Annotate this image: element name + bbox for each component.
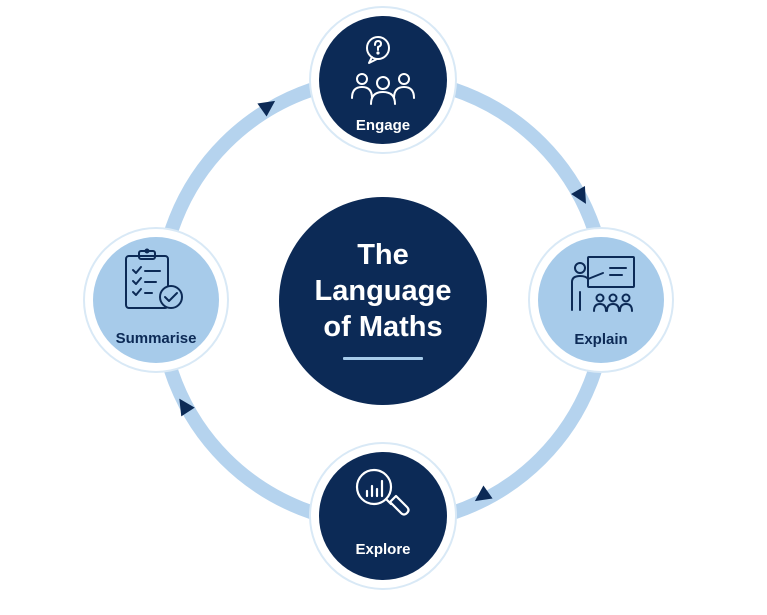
node-explain-label: Explain <box>574 331 627 348</box>
cycle-arrows <box>179 100 586 502</box>
node-explore-label: Explore <box>355 541 410 558</box>
center-title-underline <box>343 357 423 360</box>
center-title-line-3: of Maths <box>323 311 442 343</box>
node-summarise-label: Summarise <box>116 330 197 347</box>
center-title-circle: The Language of Maths <box>279 197 487 405</box>
arrow-explain-to-explore <box>474 485 493 502</box>
teacher-presentation-icon <box>571 256 635 312</box>
node-summarise: Summarise <box>83 227 229 373</box>
arrow-explore-to-summarise <box>179 398 195 417</box>
node-engage-label: Engage <box>356 117 410 134</box>
clipboard-checklist-icon <box>125 248 183 309</box>
group-question-icon <box>351 36 415 105</box>
center-title-line-2: Language <box>315 275 452 307</box>
magnifier-chart-icon <box>355 468 410 516</box>
arrow-summarise-to-engage <box>257 100 276 117</box>
node-explore: Explore <box>309 442 457 590</box>
node-engage: Engage <box>309 6 457 154</box>
node-explain: Explain <box>528 227 674 373</box>
arrow-engage-to-explain <box>571 186 586 204</box>
center-title-line-1: The <box>357 239 409 271</box>
